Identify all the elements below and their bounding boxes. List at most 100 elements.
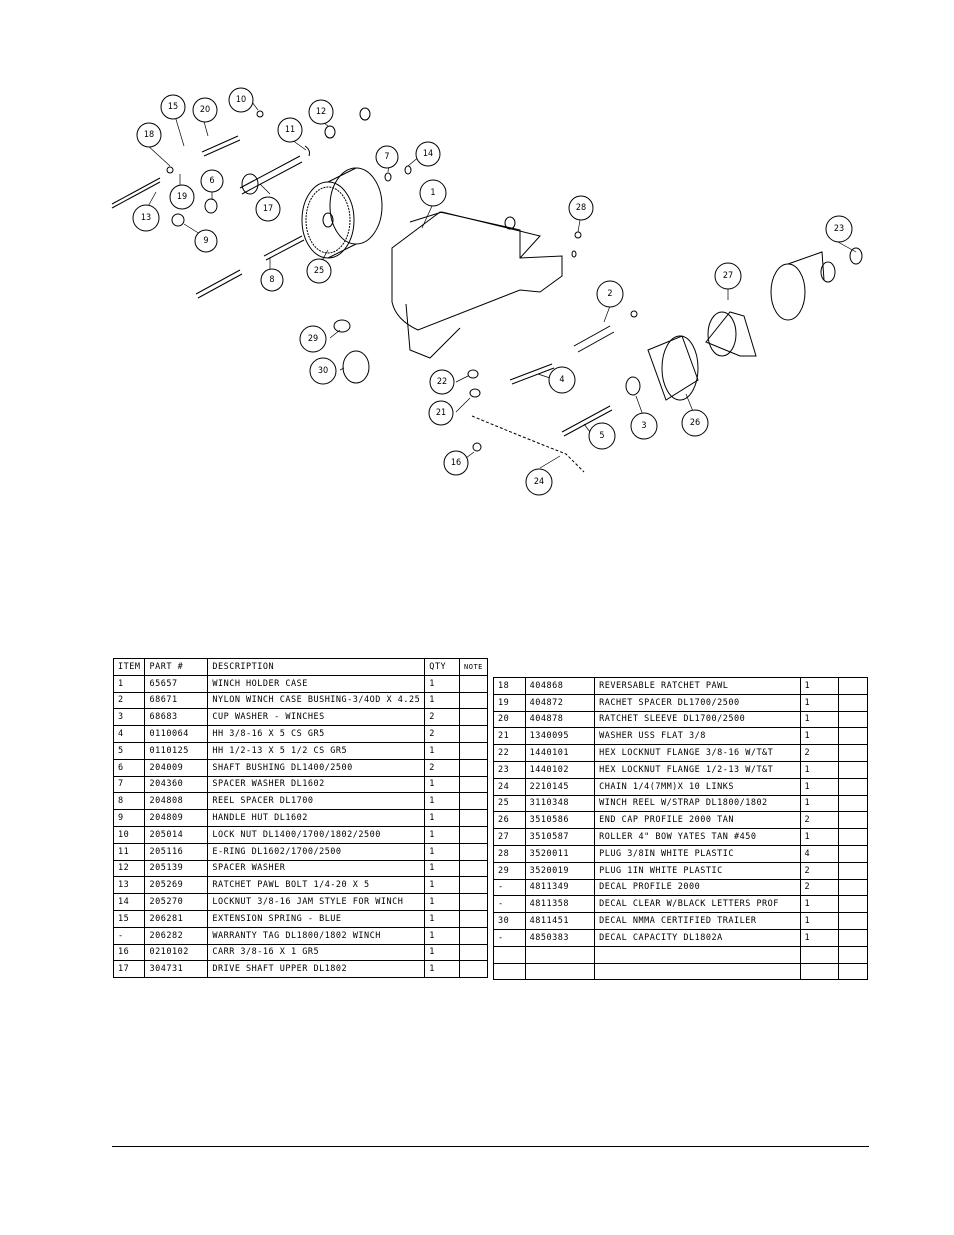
callout-8: 8 [260,268,284,292]
table-header-row: ITEM PART # DESCRIPTION QTY NOTE [112,658,488,676]
cell-item: 18 [493,677,526,695]
cell-note [838,945,868,964]
cell-item: 28 [493,844,526,863]
callout-16: 16 [443,450,469,476]
cell-qty: 2 [799,878,840,897]
svg-text:18: 18 [144,130,154,140]
callout-26: 26 [681,409,709,437]
cell-item [493,962,526,981]
cell-note [838,727,868,746]
cell-note [838,912,868,930]
cell-item: - [493,878,526,897]
cell-part-number: 404868 [524,677,596,695]
callout-2: 2 [596,280,624,308]
cell-part-number: 1440102 [524,760,596,779]
cell-description: DECAL PROFILE 2000 [594,878,801,897]
cell-note [838,710,868,729]
header-qty: QTY [424,658,461,676]
cell-qty: 1 [424,859,461,878]
svg-text:14: 14 [423,149,433,159]
part-17-drive-shaft [239,155,301,189]
cell-item: 10 [112,825,146,844]
cell-description: HH 1/2-13 X 5 1/2 CS GR5 [207,741,426,760]
part-13-bolt [111,177,161,205]
callout-27: 27 [714,262,742,290]
cell-qty: 1 [424,943,461,962]
callout-6: 6 [200,169,224,193]
cell-part-number: 0210102 [144,943,209,962]
callout-19: 19 [169,184,195,210]
cell-description: CHAIN 1/4(7MM)X 10 LINKS [594,777,801,796]
cell-qty: 1 [799,710,840,729]
svg-text:13: 13 [141,213,151,223]
part-20-sleeve [201,135,239,153]
cell-description: SPACER WASHER DL1602 [207,775,426,794]
cell-note [459,741,488,760]
callout-22: 22 [429,369,455,395]
cell-note [459,725,488,743]
cell-qty: 1 [799,760,840,779]
cell-item: 1 [112,674,146,693]
cell-qty: 2 [799,744,840,762]
part-9-handle-nut [171,213,185,227]
cell-qty: 2 [424,758,461,777]
cell-description: RACHET SPACER DL1700/2500 [594,693,801,712]
cell-note [838,962,868,981]
cell-part-number: 3110348 [524,794,596,813]
part-drawings [111,107,863,473]
cell-note [459,842,488,861]
part-bolt [195,269,241,295]
svg-text:11: 11 [285,125,295,135]
cell-qty: 1 [424,893,461,911]
cell-item: - [112,926,146,945]
cell-item: 23 [493,760,526,779]
cell-qty: 1 [424,809,461,827]
cell-qty: 1 [424,775,461,794]
cell-note [459,708,488,727]
header-description: DESCRIPTION [207,658,426,676]
svg-text:21: 21 [436,408,446,418]
callout-12: 12 [308,99,334,125]
cell-item: 22 [493,744,526,762]
cell-item: 7 [112,775,146,794]
callout-30: 30 [309,357,337,385]
cell-description: REVERSABLE RATCHET PAWL [594,677,801,695]
part-24-chain [471,415,585,473]
callout-5: 5 [588,422,616,450]
cell-qty: 1 [799,693,840,712]
table-row [493,962,868,981]
cell-description: DECAL CAPACITY DL1802A [594,928,801,947]
cell-description: HEX LOCKNUT FLANGE 1/2-13 W/T&T [594,760,801,779]
svg-text:17: 17 [263,204,273,214]
callout-28: 28 [568,195,594,221]
cell-part-number: 205116 [144,842,209,861]
cell-qty: 1 [799,928,840,947]
cell-qty: 1 [424,741,461,760]
cell-note [838,760,868,779]
callout-4: 4 [548,366,576,394]
cell-qty: 2 [424,708,461,727]
callout-7: 7 [375,145,399,169]
cell-item: 3 [112,708,146,727]
cell-part-number: 1340095 [524,727,596,746]
cell-part-number: 4811358 [524,895,596,914]
cell-item: 12 [112,859,146,878]
callout-18: 18 [136,122,162,148]
cell-item: 24 [493,777,526,796]
header-note: NOTE [459,658,488,676]
cell-item: 4 [112,725,146,743]
part-4-bolt [509,363,553,381]
cell-item: 13 [112,876,146,895]
